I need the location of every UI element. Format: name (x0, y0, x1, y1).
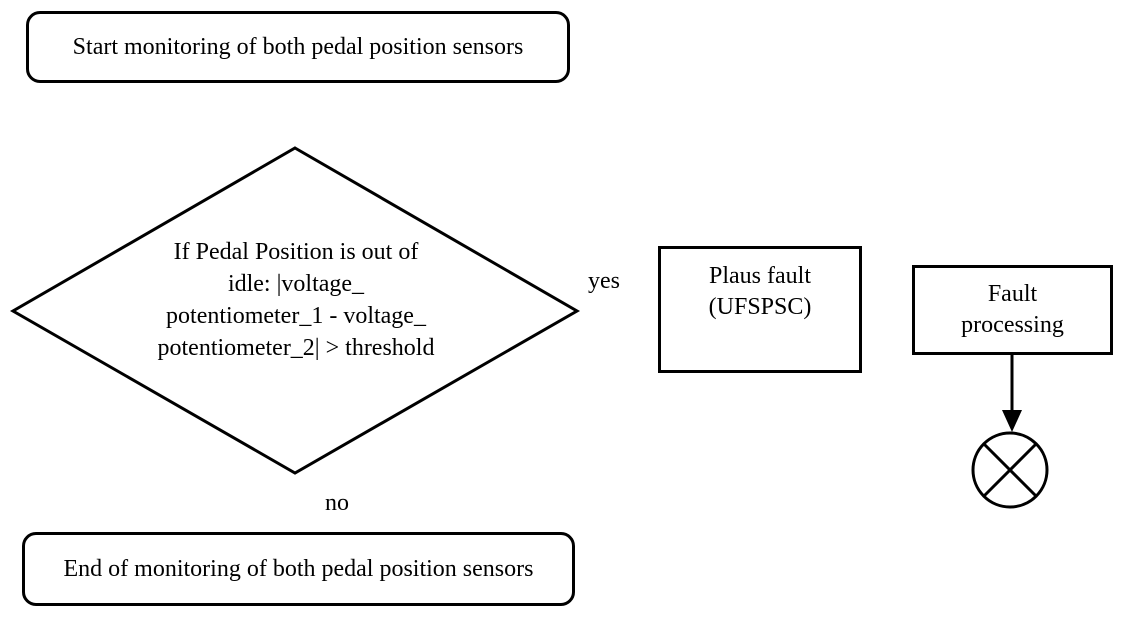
fault-processing-node-label: Fault processing (961, 281, 1064, 338)
end-node: End of monitoring of both pedal position… (22, 532, 575, 606)
plaus-fault-node: Plaus fault (UFSPSC) (658, 246, 862, 373)
start-node-label: Start monitoring of both pedal position … (72, 33, 524, 60)
decision-diamond-shape (9, 146, 581, 475)
start-node: Start monitoring of both pedal position … (26, 11, 570, 83)
edge-label-yes: yes (588, 268, 620, 294)
end-node-label: End of monitoring of both pedal position… (63, 555, 534, 582)
arrow-down-head-icon (1002, 410, 1022, 432)
crossed-circle-icon (971, 431, 1049, 509)
fault-processing-node: Fault processing (912, 265, 1113, 355)
edge-label-no: no (325, 490, 349, 516)
crossed-circle-diagonal-2 (982, 442, 1038, 498)
plaus-fault-node-label: Plaus fault (UFSPSC) (708, 263, 812, 320)
decision-node-label: If Pedal Position is out of idle: |volta… (157, 239, 435, 361)
